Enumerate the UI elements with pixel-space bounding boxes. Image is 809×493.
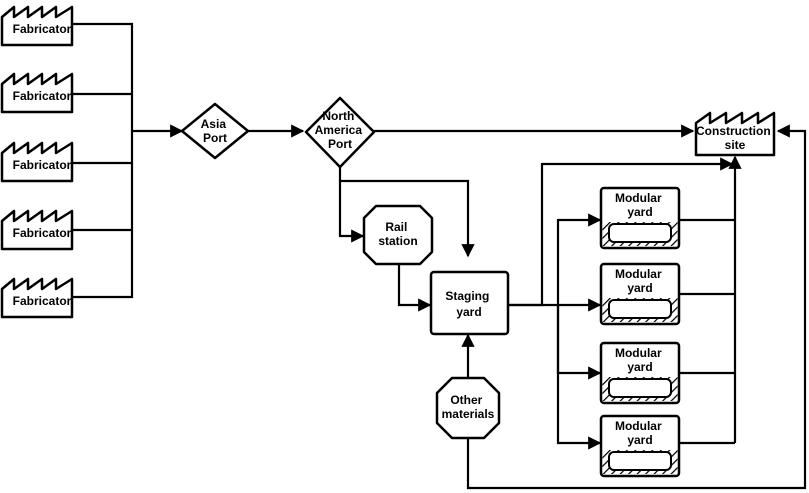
modular-yard-4-label-line-1: Modular [615, 419, 662, 433]
edge-fabricator-5 [72, 131, 134, 299]
modular-yard-3-label-line-1: Modular [615, 346, 662, 360]
fabricator-1: Fabricator [0, 5, 74, 47]
modular-yard-2-label-line-1: Modular [615, 267, 662, 281]
modular-yard-1: Modular yard [599, 186, 681, 250]
fabricator-5: Fabricator [0, 277, 74, 319]
modular-yard-4-label-line-2: yard [627, 433, 652, 447]
fabricator-3-label: Fabricator [13, 158, 72, 172]
staging-yard-label: Staging yard [445, 289, 492, 319]
other-materials-label-line-2: materials [442, 407, 495, 421]
edge-north-america-to-staging [338, 167, 475, 258]
construction-site-label: Construction site [696, 124, 774, 152]
modular-yard-1-label-line-1: Modular [615, 191, 662, 205]
fabricator-4: Fabricator [0, 209, 74, 251]
rail-station: Rail station [362, 204, 434, 266]
north-america-port: North America Port [304, 96, 376, 169]
fabricator-3: Fabricator [0, 141, 74, 183]
rail-station-label-line-2: station [378, 234, 417, 248]
edge-north-america-to-rail [338, 181, 365, 243]
staging-yard-label-line-1: Staging [445, 289, 489, 303]
asia-port-label: Asia Port [201, 117, 230, 145]
connectors [72, 22, 807, 490]
staging-yard-label-line-2: yard [456, 305, 481, 319]
modular-yard-1-label: Modular yard [615, 191, 665, 219]
modular-yard-4-label: Modular yard [615, 419, 665, 447]
rail-station-label: Rail station [378, 220, 417, 248]
modular-yard-4: Modular yard [599, 414, 681, 478]
edge-staging-to-modular-4 [556, 305, 602, 450]
edge-rail-to-staging [397, 265, 432, 312]
fabricator-5-label: Fabricator [13, 294, 72, 308]
modular-yard-2-label-line-2: yard [627, 281, 652, 295]
modular-yard-2: Modular yard [599, 262, 681, 326]
modular-yard-3-label-line-2: yard [627, 360, 652, 374]
north-america-port-label-line-3: Port [328, 137, 352, 151]
asia-port: Asia Port [180, 102, 250, 160]
other-materials: Other materials [435, 376, 501, 440]
edge-fabricator-1 [72, 22, 134, 131]
other-materials-label: Other materials [442, 393, 495, 421]
modular-yard-3-label: Modular yard [615, 346, 665, 374]
fabricator-2: Fabricator [0, 72, 74, 114]
fabricator-4-label: Fabricator [13, 226, 72, 240]
edge-staging-to-modular-1 [556, 213, 602, 305]
modular-yard-2-label: Modular yard [615, 267, 665, 295]
staging-yard: Staging yard [429, 270, 510, 336]
construction-site-label-line-1: Construction [696, 124, 771, 138]
modular-yard-3: Modular yard [599, 341, 681, 405]
fabricator-2-label: Fabricator [13, 89, 72, 103]
other-materials-label-line-1: Other [450, 393, 482, 407]
construction-site: Construction site [694, 111, 776, 157]
edge-other-to-construction [466, 124, 807, 490]
north-america-port-label-line-2: America [315, 123, 363, 137]
north-america-port-label-line-1: North [322, 109, 354, 123]
rail-station-label-line-1: Rail [385, 220, 407, 234]
construction-site-label-line-2: site [725, 138, 746, 152]
modular-yard-1-label-line-2: yard [627, 205, 652, 219]
asia-port-label-line-1: Asia [201, 117, 227, 131]
edge-staging-to-modular-3 [556, 305, 602, 380]
asia-port-label-line-2: Port [203, 131, 227, 145]
fabricator-1-label: Fabricator [13, 22, 72, 36]
north-america-port-label: North America Port [315, 109, 366, 151]
